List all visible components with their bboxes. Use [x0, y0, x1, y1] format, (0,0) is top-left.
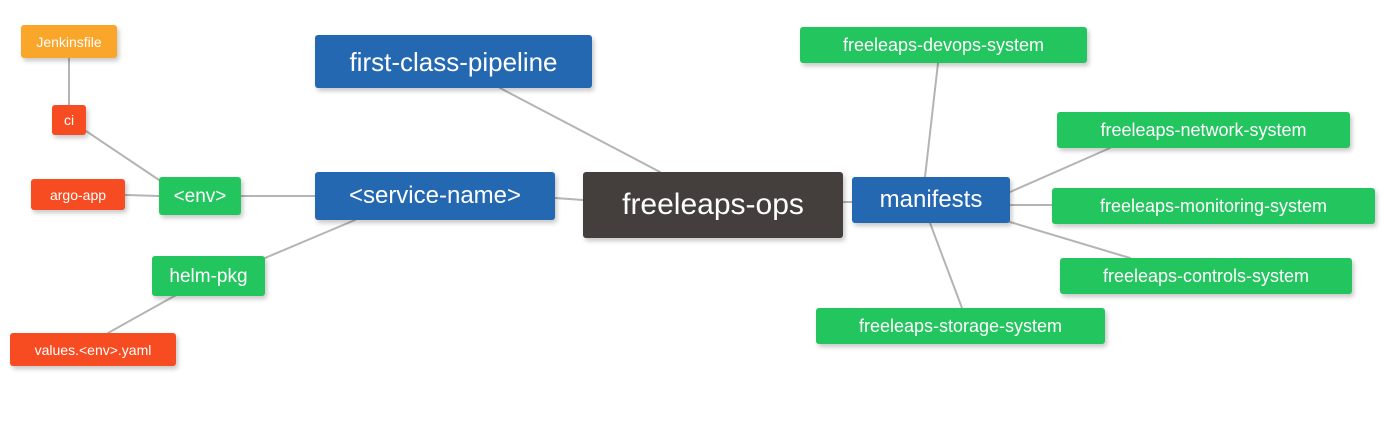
node-env[interactable]: <env>	[159, 177, 241, 215]
node-freeleaps-storage-system[interactable]: freeleaps-storage-system	[816, 308, 1105, 344]
edge-argo-app-to-env	[124, 194, 160, 197]
node-service-name[interactable]: <service-name>	[315, 172, 555, 220]
edge-manifests-to-freeleaps-network-system	[1009, 147, 1111, 193]
edge-manifests-to-freeleaps-devops-system	[924, 62, 939, 178]
node-freeleaps-monitoring-system[interactable]: freeleaps-monitoring-system	[1052, 188, 1375, 224]
node-argo-app[interactable]: argo-app	[31, 179, 125, 210]
edge-service-name-to-freeleaps-ops	[554, 197, 584, 201]
edge-first-class-pipeline-to-freeleaps-ops	[499, 87, 661, 173]
edge-helm-pkg-to-values-yaml	[107, 293, 179, 334]
edge-manifests-to-freeleaps-controls-system	[1009, 221, 1131, 259]
node-ci[interactable]: ci	[52, 105, 86, 135]
node-first-class-pipeline[interactable]: first-class-pipeline	[315, 35, 592, 88]
node-values-yaml[interactable]: values.<env>.yaml	[10, 333, 176, 366]
node-freeleaps-ops[interactable]: freeleaps-ops	[583, 172, 843, 238]
node-helm-pkg[interactable]: helm-pkg	[152, 256, 265, 296]
node-freeleaps-devops-system[interactable]: freeleaps-devops-system	[800, 27, 1087, 63]
edge-manifests-to-freeleaps-storage-system	[929, 222, 963, 309]
node-freeleaps-network-system[interactable]: freeleaps-network-system	[1057, 112, 1350, 148]
edge-ci-to-env	[85, 130, 163, 183]
node-manifests[interactable]: manifests	[852, 177, 1010, 223]
node-jenkinsfile[interactable]: Jenkinsfile	[21, 25, 117, 58]
edge-service-name-to-helm-pkg	[264, 219, 356, 259]
node-freeleaps-controls-system[interactable]: freeleaps-controls-system	[1060, 258, 1352, 294]
